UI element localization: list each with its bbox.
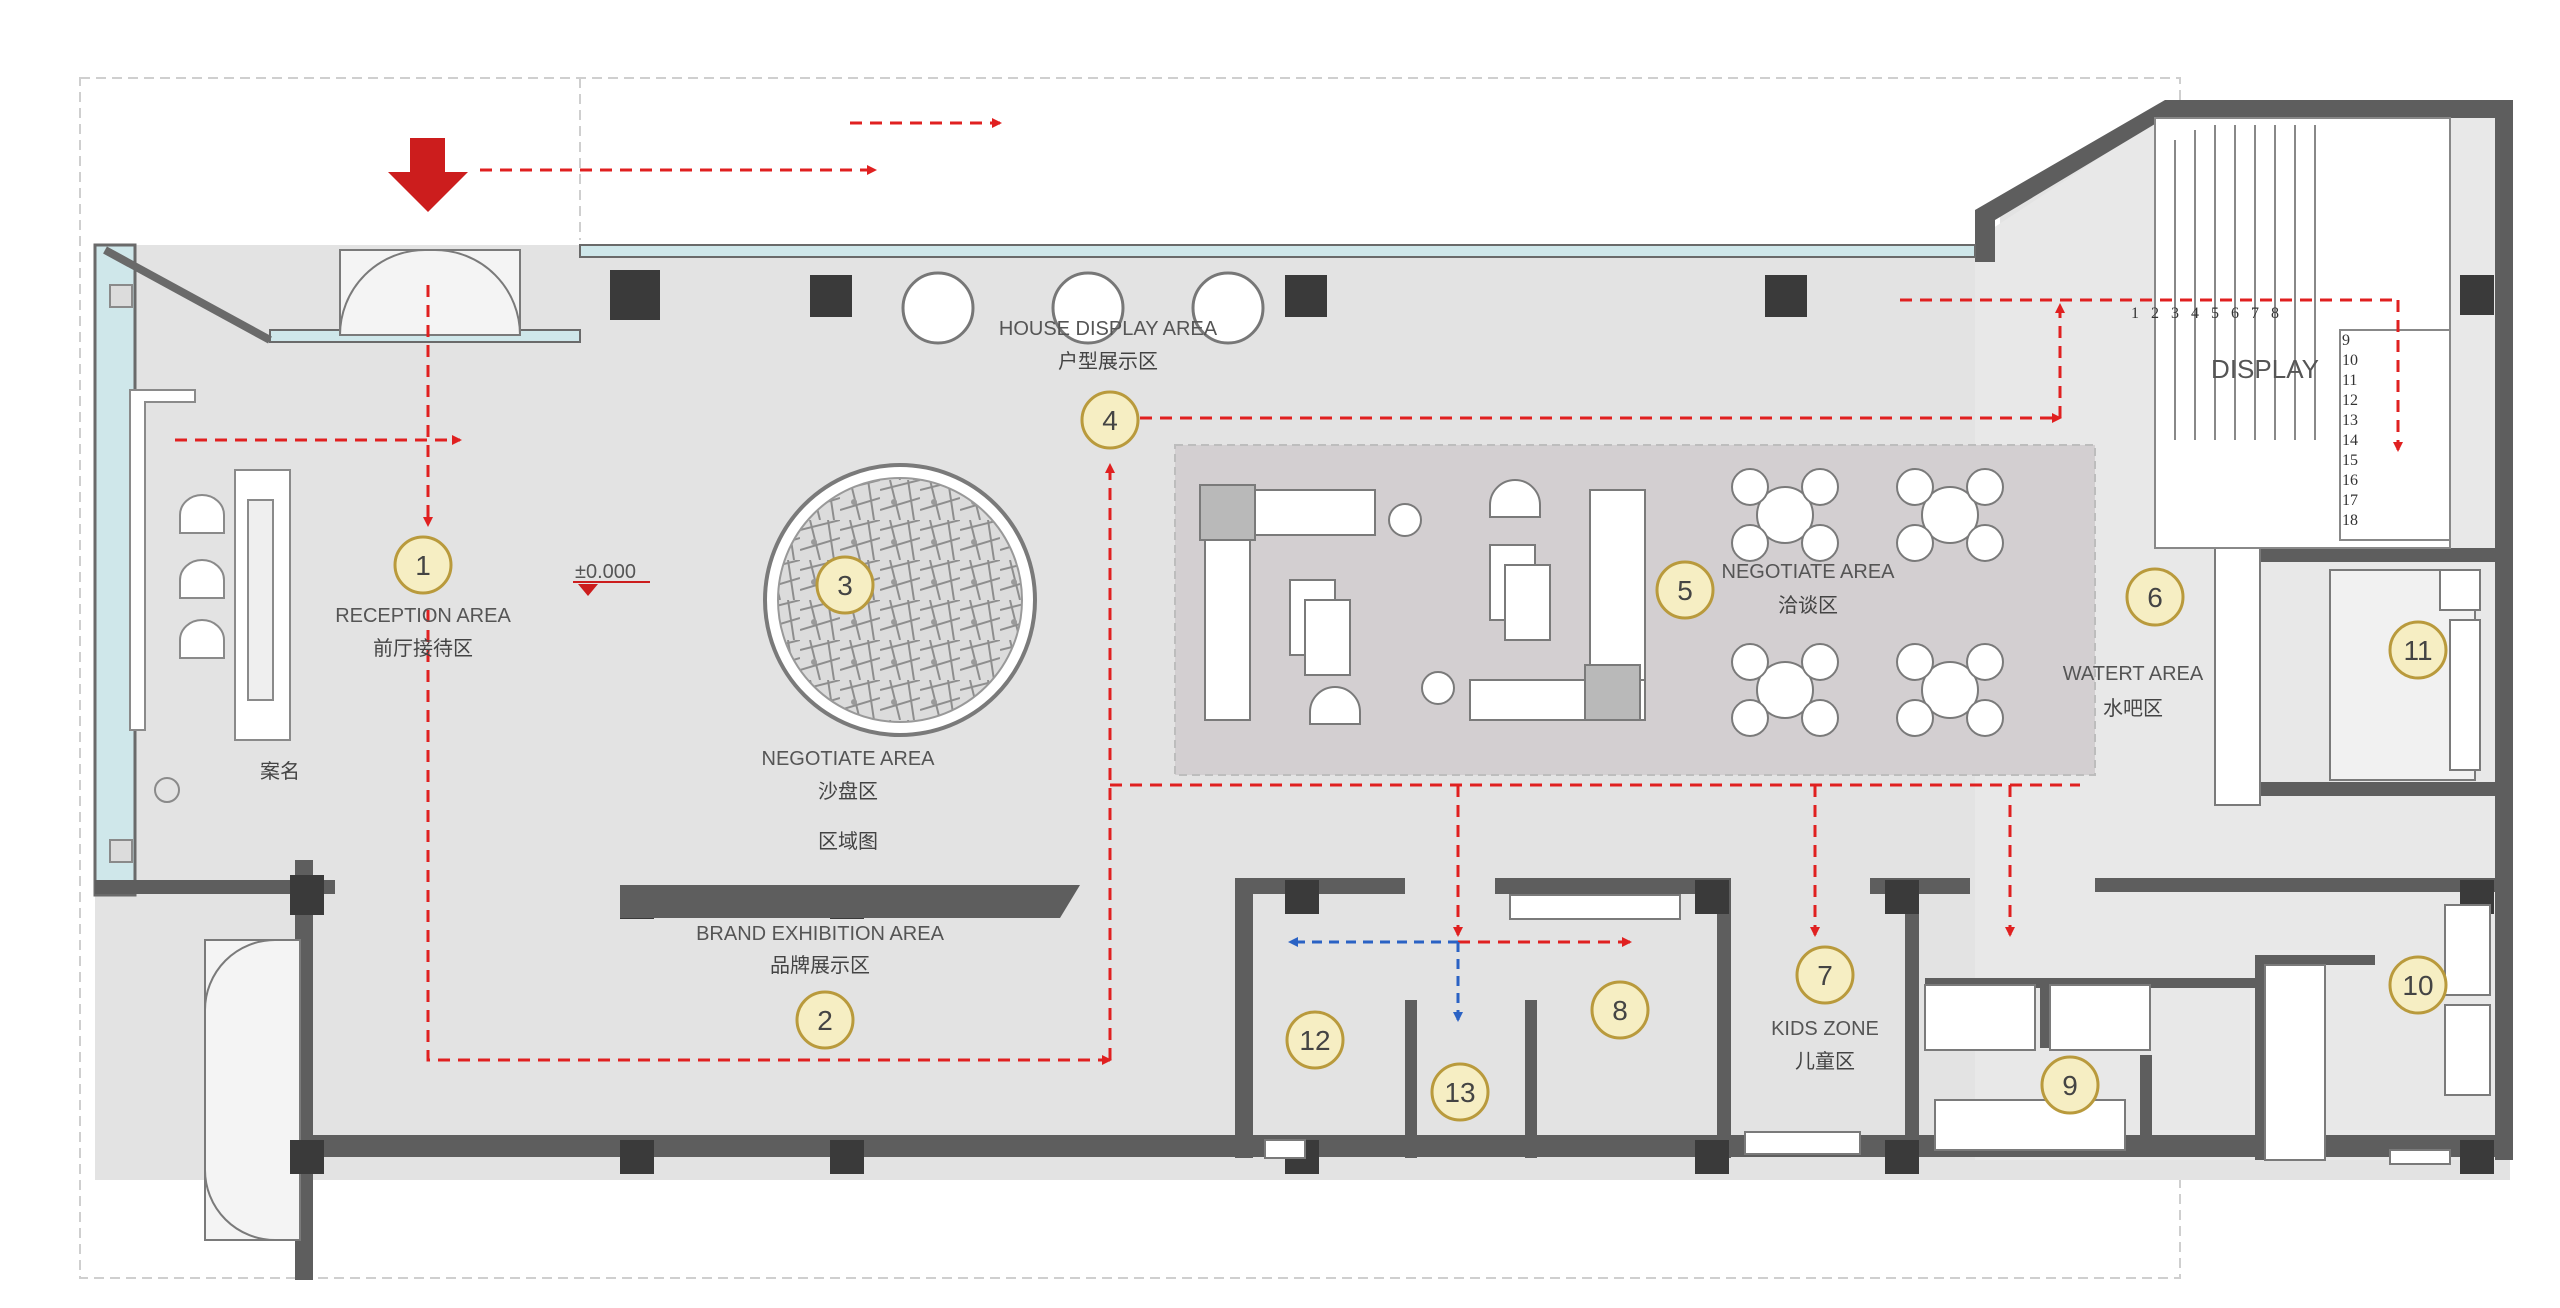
brand-label-cn: 品牌展示区: [770, 953, 870, 977]
stair-step: 8: [2271, 305, 2279, 322]
negotiate-label-en: NEGOTIATE AREA: [1722, 561, 1896, 583]
stair-step: 13: [2342, 412, 2358, 429]
stair-step: 2: [2151, 305, 2159, 322]
stairs: [2154, 117, 2451, 549]
room-fixtures: [1264, 894, 2491, 1165]
house-display-label-en: HOUSE DISPLAY AREA: [999, 318, 1218, 340]
marker-room13: 13: [1444, 1077, 1475, 1108]
stair-step: 16: [2342, 472, 2358, 489]
reception-label-en: RECEPTION AREA: [335, 605, 511, 627]
elevation-label: ±0.000: [575, 561, 636, 583]
marker-room8: 8: [1612, 995, 1628, 1026]
sandtable-label-cn: 沙盘区: [818, 779, 878, 803]
marker-house-display: 4: [1102, 405, 1118, 436]
marker-room9: 9: [2062, 1070, 2078, 1101]
water-bar-label-cn: 水吧区: [2103, 696, 2163, 720]
marker-room10: 10: [2402, 970, 2433, 1001]
zone-marker-numbers: 1 2 3 4 5 6 7 8 9 10 11 12 13: [415, 405, 2433, 1108]
brand-wall: [620, 885, 1080, 918]
stair-step: 4: [2191, 305, 2199, 322]
marker-brand: 2: [817, 1005, 833, 1036]
marker-water-bar: 6: [2147, 582, 2163, 613]
brand-label-en: BRAND EXHIBITION AREA: [696, 923, 944, 945]
marker-sandtable: 3: [837, 570, 853, 601]
marker-reception: 1: [415, 550, 431, 581]
house-models: [901, 271, 1265, 345]
marker-kids: 7: [1817, 960, 1833, 991]
reception-label-cn: 前厅接待区: [373, 636, 473, 660]
sandtable-label-en: NEGOTIATE AREA: [762, 748, 936, 770]
stair-numbers: 1 2 3 4 5 6 7 8 9 10 11 12 13 14 15 16 1…: [2131, 305, 2358, 529]
stair-step: 18: [2342, 512, 2358, 529]
stair-step: 6: [2231, 305, 2239, 322]
marker-room12: 12: [1299, 1025, 1330, 1056]
water-bar-label-en: WATERT AREA: [2063, 663, 2204, 685]
case-name-label: 案名: [260, 759, 300, 783]
display-label: DISPLAY: [2211, 354, 2319, 384]
flow-lines: [175, 118, 2403, 1065]
marker-negotiate: 5: [1677, 575, 1693, 606]
zone-markers: [393, 390, 2448, 1122]
entry-arrow-icon: [388, 138, 468, 212]
kids-label-cn: 儿童区: [1795, 1049, 1855, 1073]
stair-step: 1: [2131, 305, 2139, 322]
zone-labels: RECEPTION AREA 前厅接待区 案名 NEGOTIATE AREA 沙…: [260, 318, 2319, 1073]
stair-step: 7: [2251, 305, 2259, 322]
kids-label-en: KIDS ZONE: [1771, 1018, 1879, 1040]
sandtable-sub-label: 区域图: [818, 829, 878, 853]
negotiate-furniture: [1199, 479, 1646, 725]
negotiate-tables: [1731, 468, 2004, 737]
marker-room11: 11: [2403, 635, 2432, 666]
site-outline: [79, 77, 2181, 1279]
sand-table: [763, 463, 1037, 737]
reception-furniture: [109, 284, 291, 863]
elevation-marker: ±0.000: [573, 561, 650, 596]
stair-step: 12: [2342, 392, 2358, 409]
flow-lines-blue: [1288, 937, 1463, 1022]
stair-step: 9: [2342, 332, 2350, 349]
stair-step: 15: [2342, 452, 2358, 469]
stair-step: 17: [2342, 492, 2358, 509]
stair-step: 14: [2342, 432, 2358, 449]
stair-step: 11: [2342, 372, 2357, 389]
entrance-doors: [204, 249, 521, 1241]
house-display-label-cn: 户型展示区: [1058, 349, 1158, 373]
negotiate-label-cn: 洽谈区: [1778, 593, 1838, 617]
stair-step: 10: [2342, 352, 2358, 369]
stair-step: 3: [2171, 305, 2179, 322]
stair-step: 5: [2211, 305, 2219, 322]
